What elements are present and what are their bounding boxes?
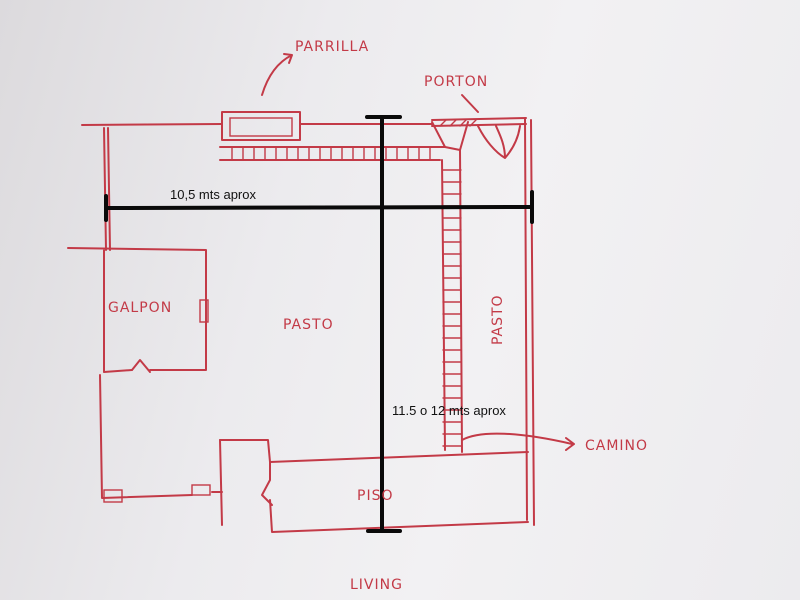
width-dimension-line [104,190,534,224]
pasto-center-label: PASTO [283,317,334,333]
pasto-side-label: PASTO [490,294,506,345]
width-dimension-label: 10,5 mts aprox [170,187,256,202]
lower-door [191,484,211,496]
porton-arrow [461,94,479,113]
camino-label: CAMINO [585,438,648,454]
path-corner [431,121,469,151]
living-label: LIVING [350,577,403,593]
side-path-ladder [441,149,463,453]
length-dimension-label: 11.5 o 12 mts aprox [392,403,506,418]
parrilla-grill [221,111,301,141]
parrilla-label: PARRILLA [295,39,369,55]
porton-gate [431,117,527,159]
piso-area [219,439,529,533]
lower-left-wall [99,374,223,499]
lower-left-window [103,489,123,503]
piso-label: PISO [357,488,393,504]
porton-label: PORTON [424,74,488,90]
top-path-ladder [219,146,446,161]
galpon-label: GALPON [108,300,172,316]
length-dimension-line [365,115,402,533]
right-boundary-wall [524,117,535,526]
parrilla-arrow [261,53,293,96]
camino-arrow [461,432,575,451]
top-boundary-line [81,123,433,126]
left-boundary-wall [103,127,111,251]
galpon-shed [67,247,209,373]
